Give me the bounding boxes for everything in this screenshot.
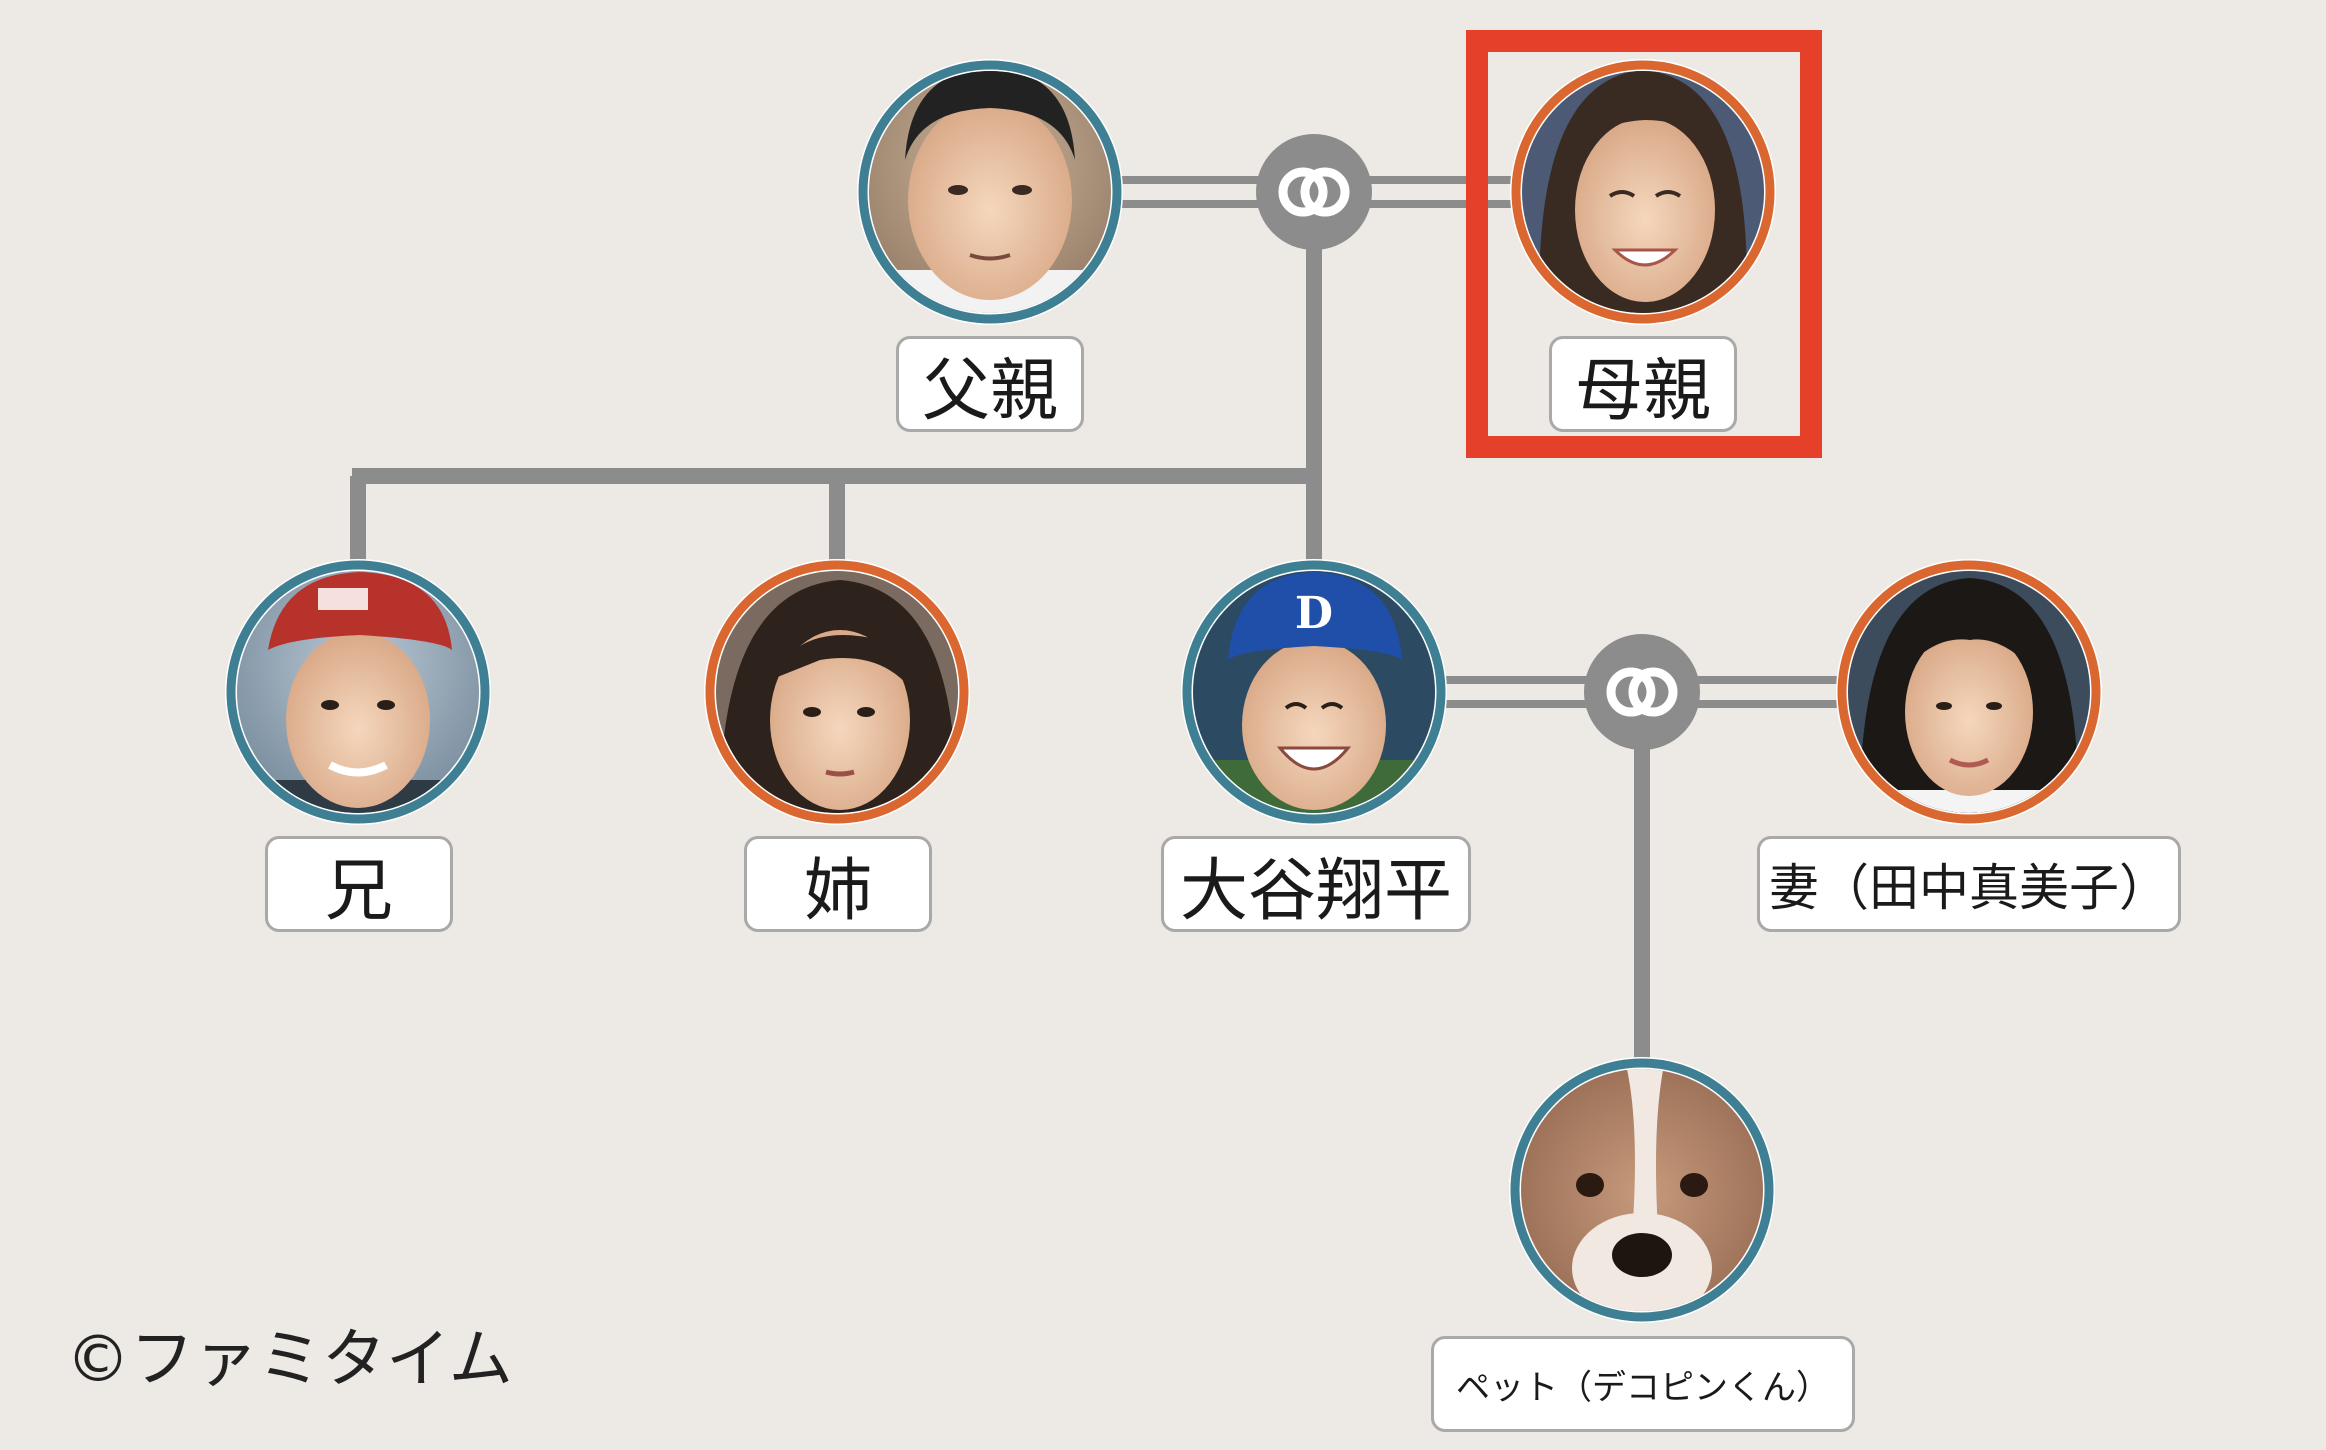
label-father: 父親 — [896, 336, 1084, 432]
label-wife: 妻（田中真美子） — [1757, 836, 2181, 932]
label-brother: 兄 — [265, 836, 453, 932]
avatar-mother — [1510, 59, 1776, 325]
label-shohei: 大谷翔平 — [1161, 836, 1471, 932]
label-sister: 姉 — [744, 836, 932, 932]
highlight-frame-mother — [1466, 30, 1822, 458]
copyright-text: ©ファミタイム — [66, 1323, 513, 1397]
avatar-sister — [704, 559, 970, 825]
marriage-rings-icon — [1256, 134, 1372, 250]
svg-text:D: D — [1295, 588, 1333, 639]
avatar-father — [857, 59, 1123, 325]
avatar-wife — [1836, 559, 2102, 825]
avatar-pet — [1509, 1057, 1775, 1323]
label-mother: 母親 — [1549, 336, 1737, 432]
connector-lines — [350, 176, 1850, 1072]
avatar-brother — [225, 559, 491, 825]
avatar-shohei: D — [1181, 559, 1447, 825]
label-pet: ペット（デコピンくん） — [1431, 1336, 1855, 1432]
marriage-rings-icon — [1584, 634, 1700, 750]
